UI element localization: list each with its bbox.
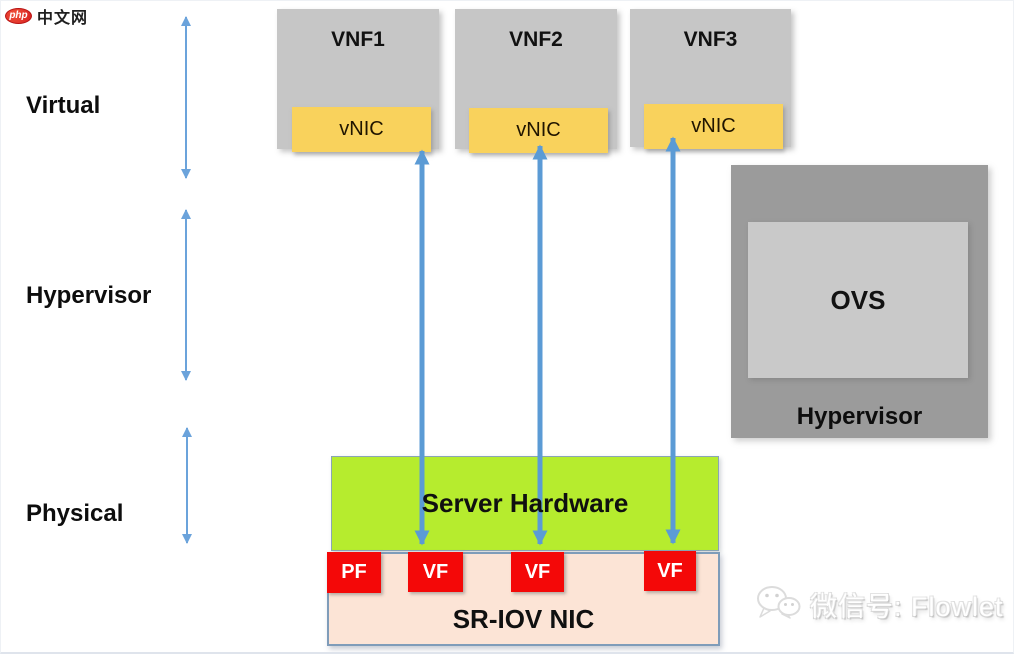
server-hardware-box: [331, 456, 719, 551]
layer-label-physical: Physical: [26, 500, 124, 527]
hypervisor-box-title: Hypervisor: [796, 403, 923, 430]
vnf2-title: VNF2: [509, 28, 563, 51]
watermark-text: 微信号: Flowlet: [810, 591, 1004, 622]
vf2-box: VF: [511, 552, 564, 592]
vnf1-title: VNF1: [331, 28, 385, 51]
layer-label-hypervisor: Hypervisor: [26, 282, 152, 309]
pf-box: PF: [327, 552, 381, 593]
ovs-box: OVS: [748, 222, 968, 378]
vf1-box: VF: [408, 552, 463, 592]
wechat-icon: [757, 586, 801, 619]
php-logo-icon: php: [5, 8, 32, 24]
vnf1-vnic-box: vNIC: [292, 107, 431, 152]
site-logo: php 中文网: [5, 4, 88, 28]
logo-text: 中文网: [37, 10, 89, 27]
vnf3-title: VNF3: [683, 28, 738, 51]
vnf3-vnic-box: vNIC: [644, 104, 783, 149]
watermark: 微信号: Flowlet: [755, 584, 1004, 624]
layer-label-virtual: Virtual: [26, 92, 101, 119]
sriov-nic-title: SR-IOV NIC: [452, 604, 595, 634]
vnf2-vnic-box: vNIC: [469, 108, 608, 153]
vf3-box: VF: [644, 551, 696, 591]
